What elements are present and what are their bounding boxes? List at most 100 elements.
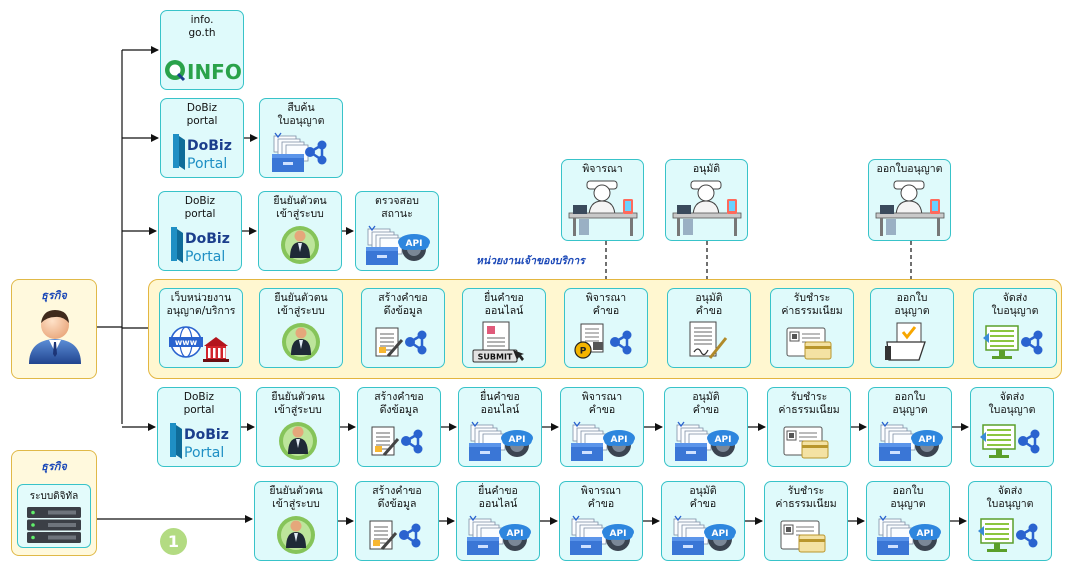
api-label: API: [712, 529, 729, 539]
row5-step-7: รับชำระ ค่าธรรมเนียม: [767, 387, 851, 467]
info-go-th-logo: INFO: [165, 60, 242, 84]
row4-step-5: พิจารณา คำขอ P: [564, 288, 648, 368]
www-building-icon: www: [169, 326, 229, 362]
step-label: ออกใบ อนุญาต: [890, 485, 926, 510]
step-label: DoBiz portal: [184, 195, 216, 220]
api-label: API: [919, 435, 936, 445]
file-cabinet-api-icon: API: [467, 515, 531, 555]
monitor-network-icon: [978, 518, 1038, 552]
identity-user-icon: [282, 323, 320, 361]
file-cabinet-api-icon: API: [366, 225, 430, 265]
step-label: รับชำระ ค่าธรรมเนียม: [778, 391, 840, 416]
step-label: ยื่นคำขอ ออนไลน์: [480, 391, 520, 416]
reviewer-2: อนุมัติ: [665, 159, 748, 241]
step-label: ยืนยันตัวตน เข้าสู่ระบบ: [269, 485, 323, 510]
row5-step-5: พิจารณา คำขอ API: [560, 387, 644, 467]
actor-title: ธุรกิจ: [41, 460, 67, 473]
server-rack-icon: [27, 507, 81, 543]
form-network-icon: [375, 327, 427, 357]
row4-step-1: เว็บหน่วยงาน อนุญาต/บริการ www: [159, 288, 243, 368]
row5-step-2: ยืนยันตัวตน เข้าสู่ระบบ: [256, 387, 340, 467]
step-label: สร้างคำขอ ดึงข้อมูล: [374, 391, 424, 416]
api-label: API: [610, 529, 627, 539]
step-number-badge: 1: [160, 528, 187, 555]
api-label: API: [509, 435, 526, 445]
api-label: API: [917, 529, 934, 539]
file-cabinet-api-icon: API: [469, 421, 533, 461]
step-label: ยืนยันตัวตน เข้าสู่ระบบ: [273, 195, 327, 220]
submit-form-icon: SUBMIT: [472, 321, 524, 363]
step-label: จัดส่ง ใบอนุญาต: [988, 391, 1036, 416]
step-label: พิจารณา คำขอ: [580, 485, 622, 510]
form-network-icon: [371, 426, 423, 456]
step-label: จัดส่ง ใบอนุญาต: [986, 485, 1034, 510]
reviewer-1: พิจารณา: [561, 159, 644, 241]
step-label: จัดส่ง ใบอนุญาต: [991, 292, 1039, 317]
signed-document-icon: [689, 321, 728, 359]
row4-step-6: อนุมัติ คำขอ: [667, 288, 751, 368]
row4-step-8: ออกใบ อนุญาต: [870, 288, 954, 368]
api-label: API: [507, 529, 524, 539]
step-label: ยื่นคำขอ ออนไลน์: [478, 485, 518, 510]
payment-card-icon: [783, 426, 829, 459]
submit-label: SUBMIT: [478, 353, 513, 362]
identity-user-icon: [277, 516, 315, 554]
row4-step-2: ยืนยันตัวตน เข้าสู่ระบบ: [259, 288, 343, 368]
band-label: หน่วยงานเจ้าของบริการ: [476, 255, 585, 267]
step-label: สืบค้น ใบอนุญาต: [277, 102, 325, 127]
row3-step-3: ตรวจสอบ สถานะ API: [355, 191, 439, 271]
row6-step-7: ออกใบ อนุญาต API: [866, 481, 950, 561]
step-label: info. go.th: [188, 14, 216, 39]
reviewer-label: พิจารณา: [582, 163, 623, 175]
dobiz-logo-text: DoBiz: [185, 231, 230, 247]
step-label: รับชำระ ค่าธรรมเนียม: [781, 292, 843, 317]
row4-step-4: ยื่นคำขอ ออนไลน์ SUBMIT: [462, 288, 546, 368]
officer-desk-icon: [672, 180, 742, 236]
api-label: API: [715, 435, 732, 445]
row6-step-1: ยืนยันตัวตน เข้าสู่ระบบ: [254, 481, 338, 561]
monitor-network-icon: [980, 424, 1040, 458]
row6-step-6: รับชำระ ค่าธรรมเนียม: [764, 481, 848, 561]
license-checkbox-icon: [885, 322, 926, 361]
step-label: อนุมัติ คำขอ: [689, 485, 717, 510]
reviewer-label: อนุมัติ: [692, 163, 721, 175]
www-label: www: [175, 338, 198, 347]
portal-logo-text: Portal: [185, 249, 225, 265]
reviewer-label: ออกใบอนุญาต: [876, 163, 943, 175]
stamp-network-icon: P: [574, 323, 632, 359]
step-label: สร้างคำขอ ดึงข้อมูล: [378, 292, 428, 317]
step-label: พิจารณา คำขอ: [585, 292, 627, 317]
step-label: ตรวจสอบ สถานะ: [375, 195, 419, 220]
portal-logo-text: Portal: [187, 156, 227, 172]
file-cabinet-api-icon: API: [672, 515, 736, 555]
dobiz-logo-text: DoBiz: [187, 138, 232, 154]
step-label: ยืนยันตัวตน เข้าสู่ระบบ: [274, 292, 328, 317]
row2-step-2: สืบค้น ใบอนุญาต: [259, 98, 343, 178]
digital-system-label: ระบบดิจิทัล: [29, 491, 79, 502]
file-cabinet-api-icon: API: [571, 421, 635, 461]
step-label: รับชำระ ค่าธรรมเนียม: [775, 485, 837, 510]
row4-step-3: สร้างคำขอ ดึงข้อมูล: [361, 288, 445, 368]
row6-step-3: ยื่นคำขอ ออนไลน์ API: [456, 481, 540, 561]
officer-desk-icon: [875, 180, 945, 236]
step-label: เว็บหน่วยงาน อนุญาต/บริการ: [166, 292, 236, 317]
info-logo-wordmark: INFO: [187, 60, 242, 84]
form-network-icon: [369, 520, 421, 550]
identity-user-icon: [279, 422, 317, 460]
step-label: พิจารณา คำขอ: [581, 391, 623, 416]
step-label: ยื่นคำขอ ออนไลน์: [484, 292, 524, 317]
portal-logo-text: Portal: [184, 445, 224, 461]
dobiz-logo-text: DoBiz: [184, 427, 229, 443]
file-cabinet-network-icon: [272, 132, 327, 172]
file-cabinet-api-icon: API: [877, 515, 941, 555]
payment-card-icon: [786, 327, 832, 360]
step-label: ยืนยันตัวตน เข้าสู่ระบบ: [271, 391, 325, 416]
file-cabinet-api-icon: API: [675, 421, 739, 461]
officer-desk-icon: [568, 180, 638, 236]
